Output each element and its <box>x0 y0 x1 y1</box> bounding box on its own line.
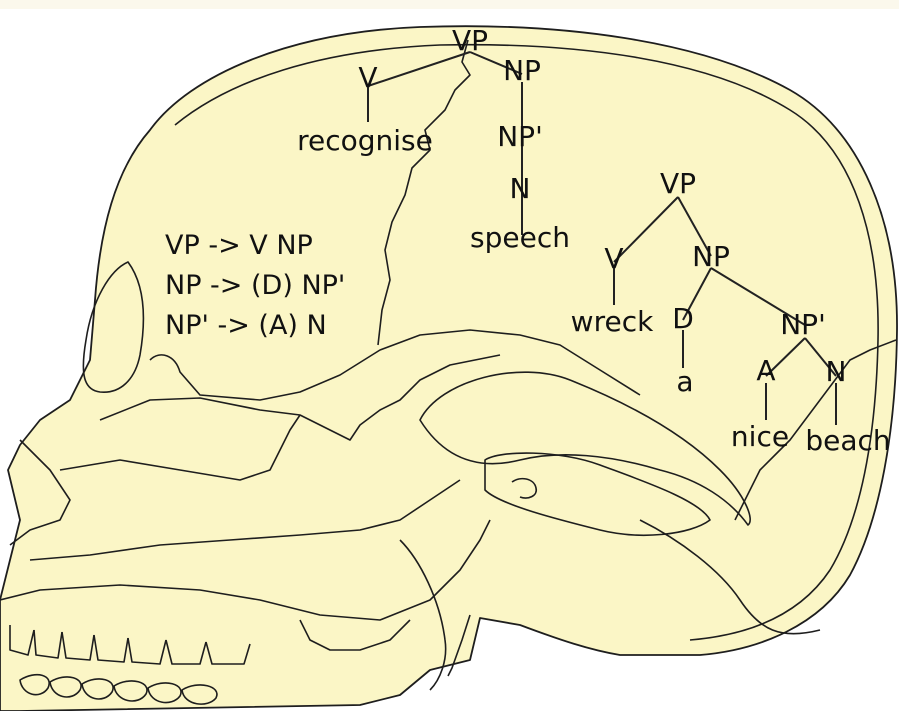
tree2-d-node: D <box>672 302 694 335</box>
tree2-verb-word: wreck <box>571 305 654 338</box>
tree1-v-node: V <box>358 61 377 94</box>
tree1-npbar-node: NP' <box>497 120 543 153</box>
tree2-adj-word: nice <box>731 420 789 453</box>
tree2-npbar-node: NP' <box>780 308 826 341</box>
tree1-np-node: NP <box>503 54 541 87</box>
tree2-vp-node: VP <box>660 167 696 200</box>
rule-3: NP' -> (A) N <box>165 310 327 341</box>
tree1-noun-word: speech <box>470 221 570 254</box>
tree2-n-node: N <box>826 355 847 388</box>
tree1-n-node: N <box>510 172 531 205</box>
rule-2: NP -> (D) NP' <box>165 270 345 301</box>
tree1-verb-word: recognise <box>297 124 433 157</box>
tree2-a-node: A <box>756 354 775 387</box>
tree1-vp-node: VP <box>452 24 488 57</box>
tree2-np-node: NP <box>692 240 730 273</box>
rule-1: VP -> V NP <box>165 230 313 261</box>
tree2-noun-word: beach <box>805 424 890 457</box>
tree2-det-word: a <box>676 365 693 398</box>
tree2-v-node: V <box>604 242 623 275</box>
